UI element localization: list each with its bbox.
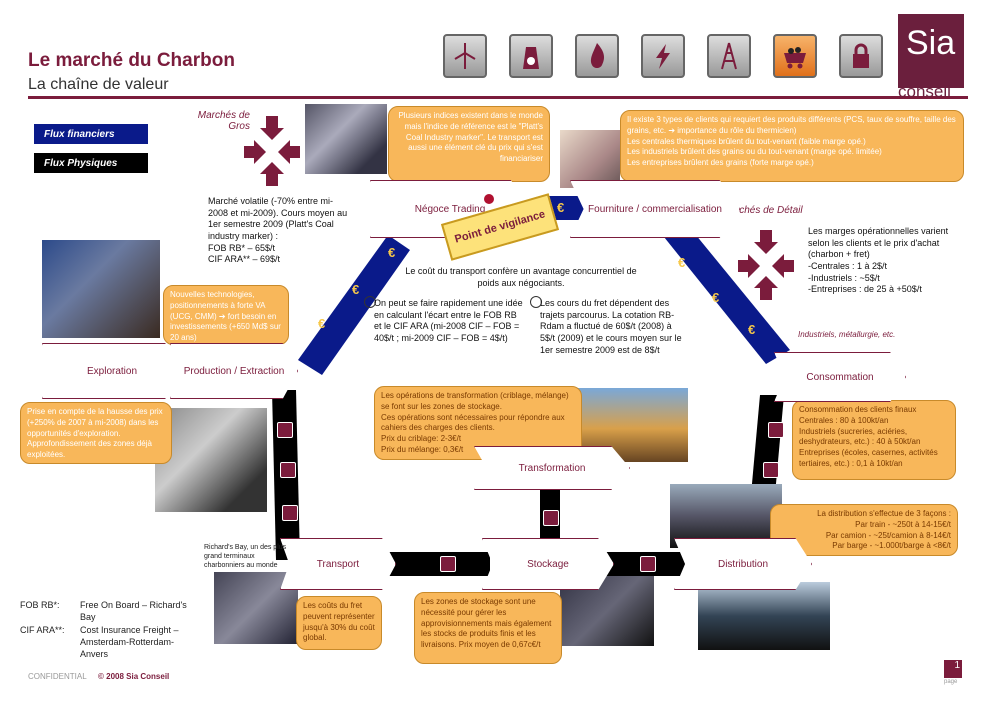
euro-icon: € — [557, 200, 565, 215]
retail-arrows-icon — [738, 230, 794, 300]
step-transport[interactable]: Transport — [280, 538, 396, 590]
point2-marker-icon — [530, 296, 542, 308]
header-divider — [28, 96, 968, 99]
page-label: page — [944, 679, 958, 685]
flow-financial-production-negoce — [298, 235, 410, 375]
barge-photo — [698, 582, 830, 650]
point2-text: Les cours du fret dépendent des trajets … — [540, 298, 682, 355]
euro-icon: € — [748, 322, 756, 337]
lock-icon[interactable] — [839, 34, 883, 78]
truck-icon — [768, 422, 784, 438]
richards-bay-caption: Richard's Bay, un des plus grand termina… — [204, 544, 287, 569]
step-exploration[interactable]: Exploration — [42, 343, 182, 399]
retail-shop-photo — [560, 130, 620, 188]
euro-icon: € — [352, 282, 360, 297]
euro-icon: € — [678, 255, 686, 270]
oil-derrick-icon[interactable] — [707, 34, 751, 78]
note-transformation: Les opérations de transformation (cribla… — [374, 386, 582, 460]
truck-icon — [277, 422, 293, 438]
euro-icon: € — [388, 245, 396, 260]
step-consommation[interactable]: Consommation — [774, 352, 906, 402]
truck-icon — [440, 556, 456, 572]
wind-turbine-icon[interactable] — [443, 34, 487, 78]
truck-photo — [670, 484, 782, 548]
point1-marker-icon — [364, 296, 376, 308]
wholesale-arrows-icon — [244, 116, 300, 186]
note-technologies: Nouvelles technologies, positionnements … — [163, 285, 289, 345]
note-indices: Plusieurs indices existent dans le monde… — [388, 106, 550, 182]
page-subtitle: La chaîne de valeur — [28, 76, 169, 93]
truck-icon — [640, 556, 656, 572]
legend-physical: Flux Physiques — [34, 153, 148, 173]
footer-confidential: CONFIDENTIAL — [28, 672, 87, 681]
note-exploration: Prise en compte de la hausse des prix (+… — [20, 402, 172, 464]
truck-icon — [763, 462, 779, 478]
sector-icons — [443, 34, 883, 78]
step-stockage[interactable]: Stockage — [482, 538, 614, 590]
market-wholesale: Marchés de Gros — [197, 110, 250, 132]
coal-cart-icon[interactable] — [773, 34, 817, 78]
euro-icon: € — [712, 290, 720, 305]
trading-floor-photo — [305, 104, 387, 174]
step-transformation[interactable]: Transformation — [474, 446, 630, 490]
note-transport: Les coûts du fret peuvent représenter ju… — [296, 596, 382, 650]
step-production[interactable]: Production / Extraction — [170, 343, 298, 399]
margins-text: Les marges opérationnelles varient selon… — [808, 226, 949, 295]
page-number: 1 — [944, 660, 962, 678]
footnotes: FOB RB*:Free On Board – Richard's Bay CI… — [20, 600, 187, 659]
pin-icon — [484, 194, 494, 204]
volatile-text: Marché volatile (-70% entre mi-2008 et m… — [208, 196, 348, 265]
euro-icon: € — [318, 316, 326, 331]
note-consumption: Consommation des clients finaux Centrale… — [792, 400, 956, 480]
point1-text: On peut se faire rapidement une idée en … — [374, 298, 523, 344]
flow-financial-fourniture-consommation — [660, 218, 790, 364]
legend-financial: Flux financiers — [34, 124, 148, 144]
note-storage: Les zones de stockage sont une nécessité… — [414, 592, 562, 664]
market-industrial: Industriels, métallurgie, etc. — [798, 330, 896, 339]
step-distribution[interactable]: Distribution — [674, 538, 812, 590]
market-retail: Marchés de Détail — [722, 205, 803, 216]
flame-icon[interactable] — [575, 34, 619, 78]
nuclear-plant-icon[interactable] — [509, 34, 553, 78]
transport-cost-text: Le coût du transport confère un avantage… — [405, 266, 637, 288]
extraction-photo — [155, 408, 267, 512]
workers-photo — [42, 240, 160, 338]
truck-icon — [282, 505, 298, 521]
sia-logo-sub: conseil — [898, 82, 951, 101]
lightning-icon[interactable] — [641, 34, 685, 78]
truck-icon — [543, 510, 559, 526]
note-clients: Il existe 3 types de clients qui requier… — [620, 110, 964, 182]
step-fourniture[interactable]: Fourniture / commercialisation — [570, 180, 740, 238]
footer-copyright: © 2008 Sia Conseil — [98, 672, 170, 681]
page-title: Le marché du Charbon — [28, 50, 235, 71]
truck-icon — [280, 462, 296, 478]
sia-logo: Sia — [898, 14, 964, 88]
flow-physical-transport-stockage — [378, 552, 490, 576]
